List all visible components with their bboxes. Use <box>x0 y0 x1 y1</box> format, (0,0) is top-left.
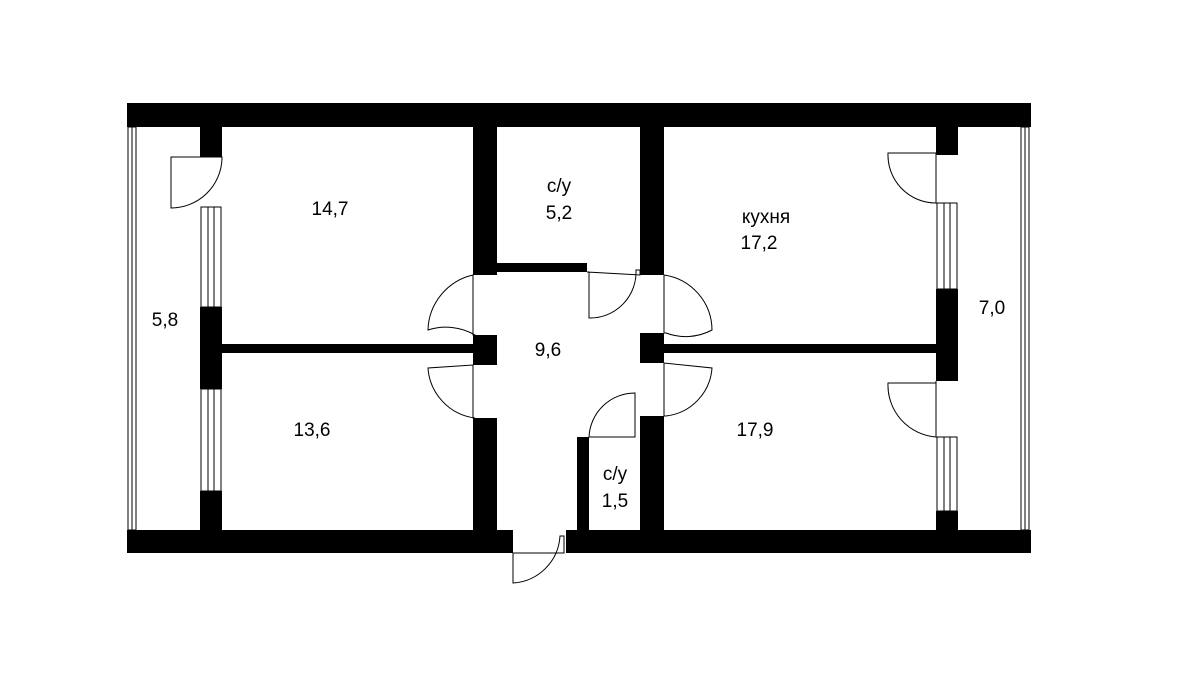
bottom-wall-left <box>127 530 513 553</box>
right-facade-wall <box>936 127 958 530</box>
door-loggia-left-top <box>170 156 223 209</box>
label-room-top-left-area: 14,7 <box>312 199 349 220</box>
label-hall-area: 9,6 <box>535 340 561 361</box>
door-entrance <box>512 535 565 584</box>
label-bathroom-area: 5,2 <box>546 203 572 224</box>
bottom-wall-right <box>566 530 1031 553</box>
label-room-bottom-right-area: 17,9 <box>737 420 774 441</box>
label-room-bottom-left-area: 13,6 <box>294 420 331 441</box>
top-wall <box>127 103 1031 127</box>
door-small-toilet <box>588 392 636 438</box>
left-facade-wall <box>200 127 222 530</box>
label-toilet-name: с/у <box>603 464 628 485</box>
door-loggia-right-bottom <box>887 381 937 438</box>
room-labels: 5,8 14,7 13,6 с/у 5,2 9,6 с/у 1,5 кухня … <box>152 176 1005 512</box>
outer-walls <box>127 103 1031 553</box>
door-right-bottom-room <box>663 362 713 417</box>
label-toilet-area: 1,5 <box>602 491 628 512</box>
label-kitchen-name: кухня <box>742 207 790 228</box>
door-left-bottom-room <box>427 364 476 419</box>
interior-walls <box>222 127 936 530</box>
door-bathroom <box>586 269 641 319</box>
label-bathroom-name: с/у <box>547 176 572 197</box>
door-loggia-right-top <box>887 152 937 204</box>
loggia-left-glazing <box>127 126 137 531</box>
door-left-top-room <box>427 274 477 336</box>
doors <box>170 152 937 584</box>
loggia-right-glazing <box>1020 126 1030 531</box>
label-kitchen-area: 17,2 <box>741 233 778 254</box>
label-loggia-left-area: 5,8 <box>152 310 178 331</box>
label-loggia-right-area: 7,0 <box>979 298 1005 319</box>
door-right-top-room <box>663 274 713 338</box>
